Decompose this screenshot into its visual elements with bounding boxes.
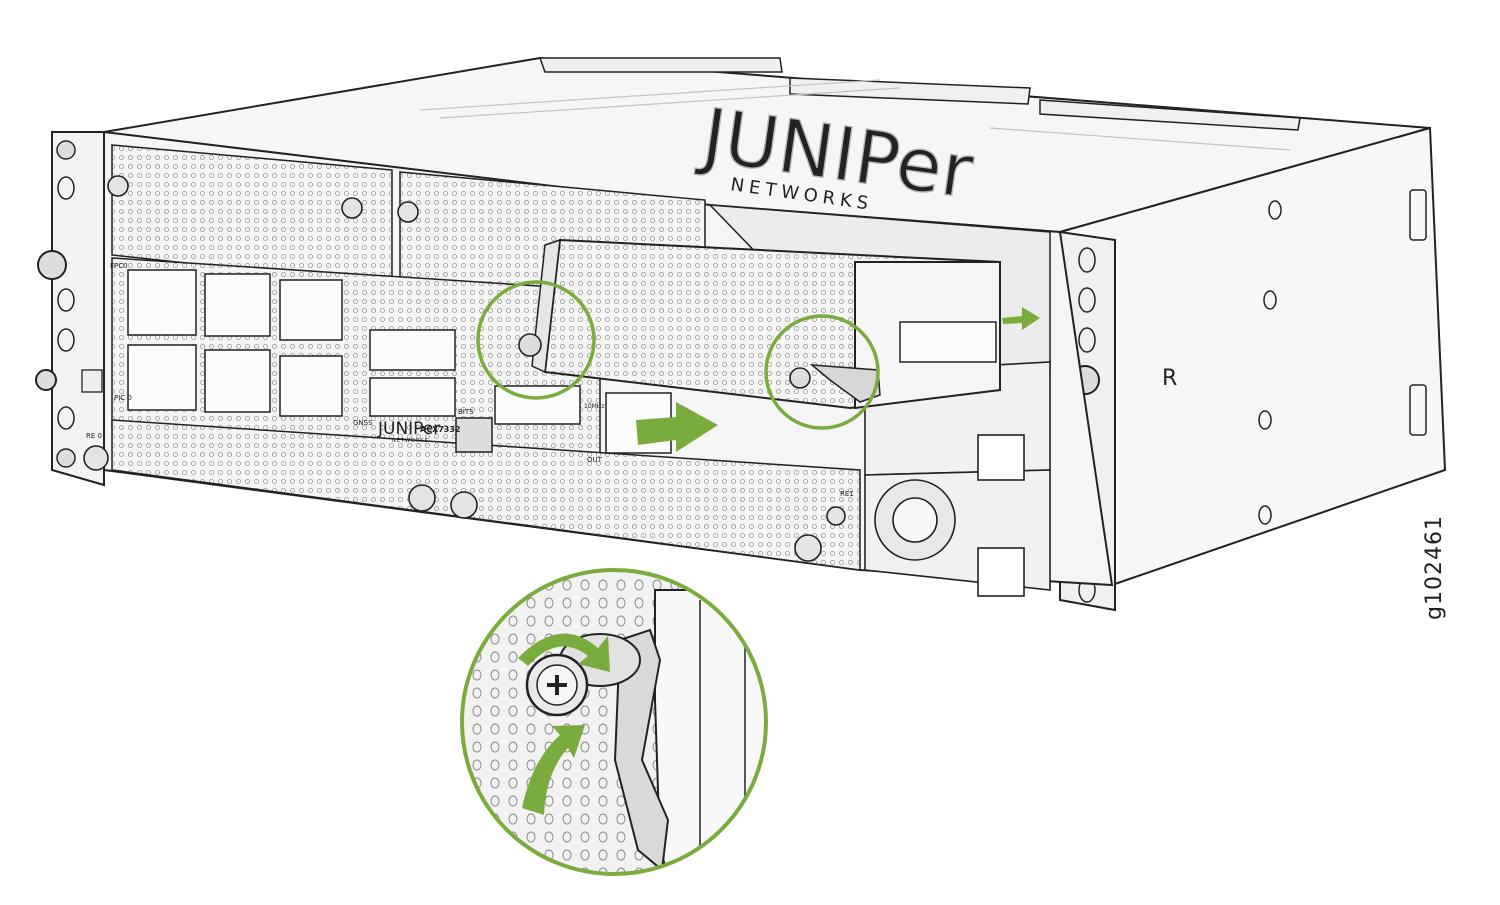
thumbscrew-icon [518, 333, 542, 357]
out-label: OUT [587, 456, 603, 464]
zoom-detail [460, 568, 768, 876]
pic0-label: PIC 0 [114, 394, 132, 402]
arrow-right-icon [636, 402, 718, 452]
left-rack-ear [35, 131, 105, 487]
re1-label: RE1 [840, 490, 854, 498]
arrow-right-icon [1002, 307, 1040, 330]
pull-arrows [636, 307, 1040, 452]
rotate-clockwise-arrow-icon [518, 633, 610, 672]
bits-label: BITS [458, 408, 474, 416]
brand-logo-subtext: NETWORKS [392, 438, 429, 444]
callout-left-ejector [476, 280, 596, 400]
chassis-letter: R [1162, 366, 1177, 391]
callout-right-ejector [764, 314, 880, 430]
thumbscrew-icon [37, 250, 67, 280]
fpc0-label: FPC0 [110, 262, 128, 270]
zoom-callout-circle [460, 568, 768, 876]
re0-label: RE 0 [86, 432, 102, 440]
lever-up-arrow-icon [522, 725, 585, 815]
gnss-label: GNSS [353, 419, 373, 427]
brand-logo: JUNIPer [377, 419, 440, 439]
tenmhz-label: 10MHz [584, 403, 604, 410]
callout-circles [476, 280, 880, 430]
panel-port-labels: FPC0 PIC 0 RE 0 RE1 GNSS BITS OUT 10MHz … [86, 262, 854, 498]
fpc-module [518, 238, 1001, 410]
front-thumbscrews [83, 175, 846, 562]
thumbscrew-icon [789, 367, 811, 389]
model-label: ACX7332 [420, 425, 461, 434]
port-cages [127, 269, 672, 454]
figure-id: g102461 [1422, 515, 1447, 620]
